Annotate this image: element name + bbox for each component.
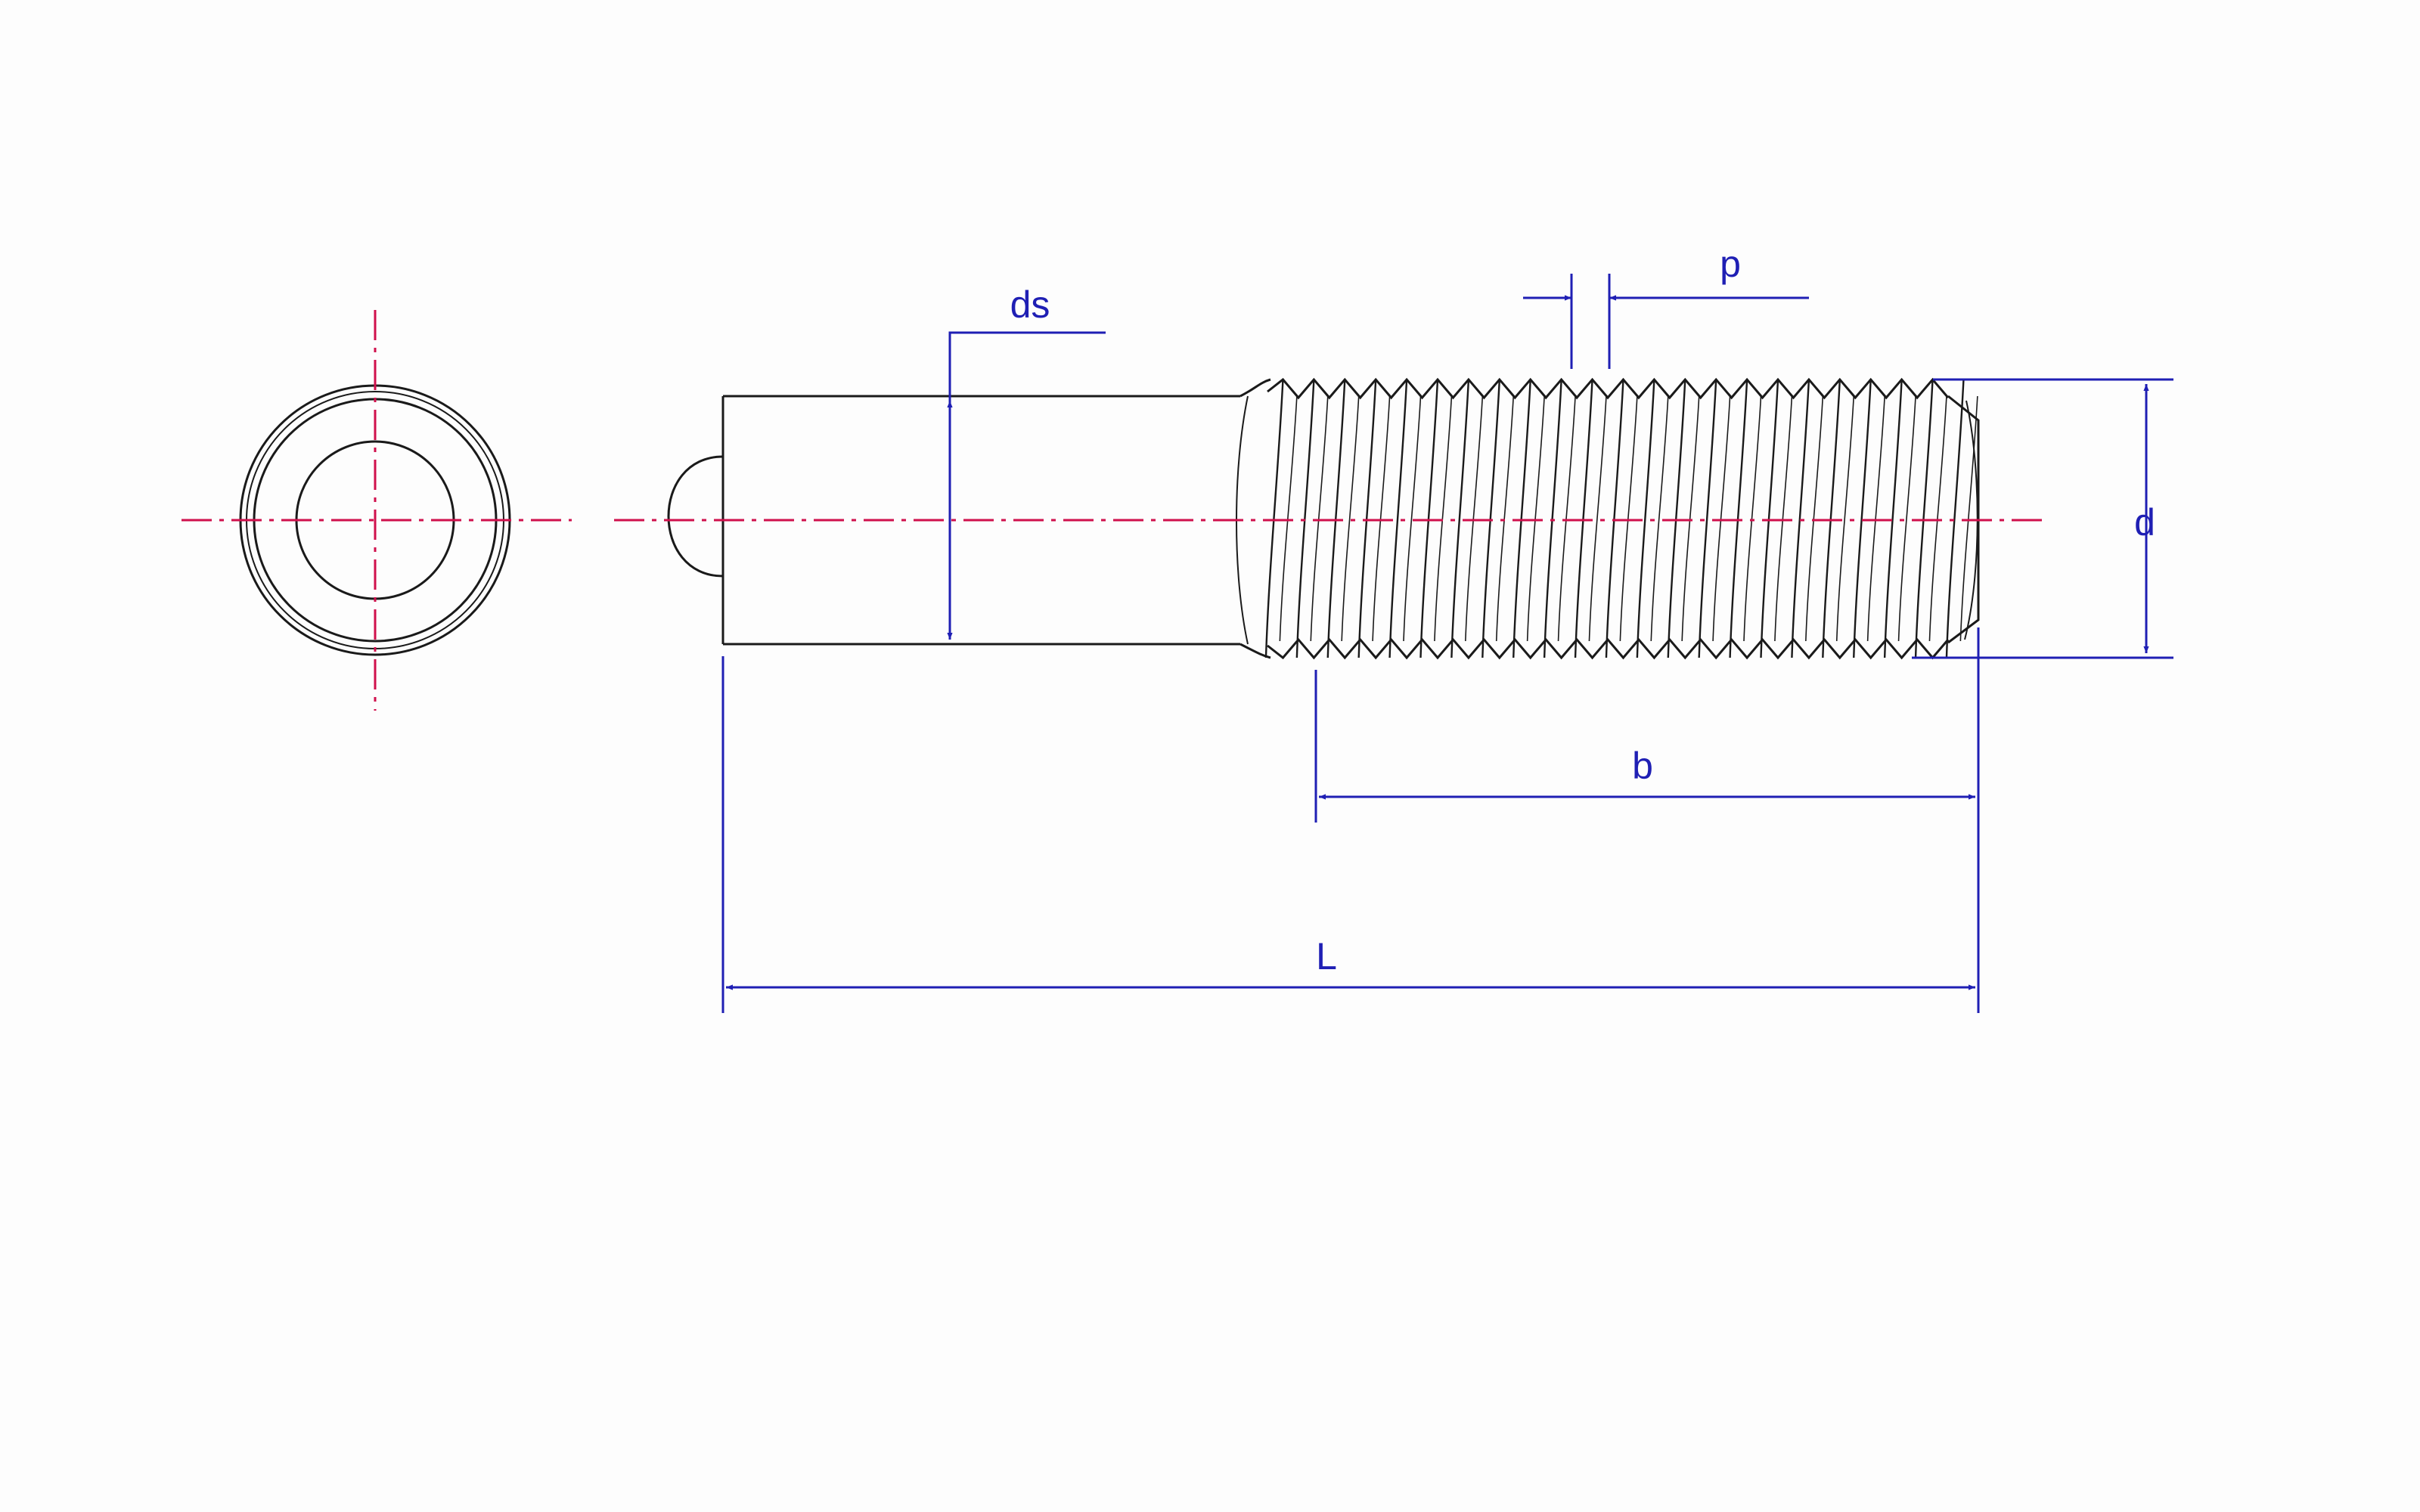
thread-flank	[1883, 379, 1903, 658]
ds-label: ds	[1010, 284, 1050, 326]
thread-flank-inner	[1495, 395, 1515, 642]
thread-flank-inner	[1897, 395, 1916, 642]
thread-flank	[1636, 379, 1655, 658]
ball-point	[667, 455, 724, 578]
thread-flank-inner	[1928, 395, 1947, 642]
d-label: d	[2134, 501, 2155, 544]
thread-flank	[1512, 379, 1531, 658]
dimension-labels: ds p d b L	[1010, 243, 2155, 978]
thread-flank	[1450, 379, 1470, 658]
L-label: L	[1316, 935, 1337, 978]
thread-flank	[1481, 379, 1501, 658]
thread-flank	[1295, 379, 1315, 658]
thread-flank-inner	[1372, 395, 1391, 642]
thread-flank	[1419, 379, 1439, 658]
thread-flank-inner	[1557, 395, 1576, 642]
thread-runout	[1239, 378, 1271, 659]
thread-flank-inner	[1681, 395, 1700, 642]
thread-flank	[1264, 379, 1284, 658]
thread-flank	[1326, 379, 1346, 658]
thread-flank-inner	[1743, 395, 1762, 642]
thread-flank-inner	[1310, 395, 1329, 642]
p-label: p	[1720, 243, 1741, 285]
thread-flank-inner	[1279, 395, 1298, 642]
thread-flank	[1605, 379, 1624, 658]
thread-top-profile	[1267, 377, 1950, 400]
thread-flank	[1698, 379, 1717, 658]
thread-flank-inner	[1465, 395, 1484, 642]
thread-flank-inner	[1774, 395, 1793, 642]
thread-flank	[1914, 379, 1934, 658]
thread-flank	[1543, 379, 1562, 658]
thread-flank	[1729, 379, 1748, 658]
thread-flank	[1945, 379, 1965, 658]
thread-flank	[1791, 379, 1810, 658]
thread-flank-inner	[1588, 395, 1607, 642]
dimensions	[721, 274, 2173, 1013]
thread-flank-inner	[1959, 395, 1978, 642]
thread-bottom-profile	[1267, 637, 1950, 660]
thread-flank-inner	[1650, 395, 1669, 642]
thread-flank-inner	[1526, 395, 1545, 642]
thread-flank	[1760, 379, 1779, 658]
thread-flank-inner	[1805, 395, 1824, 642]
end-view-centerlines	[182, 310, 572, 711]
side-view	[667, 377, 1980, 660]
thread-flank-inner	[1403, 395, 1422, 642]
thread-flank-inner	[1341, 395, 1360, 642]
thread-flank	[1853, 379, 1872, 658]
b-label: b	[1632, 745, 1653, 787]
thread-flank	[1822, 379, 1841, 658]
thread-flanks	[1264, 379, 1978, 658]
thread-flank-inner	[1712, 395, 1731, 642]
thread-flank-inner	[1619, 395, 1638, 642]
thread-flank	[1357, 379, 1377, 658]
thread-flank-inner	[1434, 395, 1453, 642]
thread-flank	[1667, 379, 1686, 658]
thread-flank	[1388, 379, 1408, 658]
ds-leader	[948, 331, 1106, 401]
thread-flank	[1574, 379, 1593, 658]
thread-flank-inner	[1835, 395, 1855, 642]
thread-flank-inner	[1866, 395, 1885, 642]
